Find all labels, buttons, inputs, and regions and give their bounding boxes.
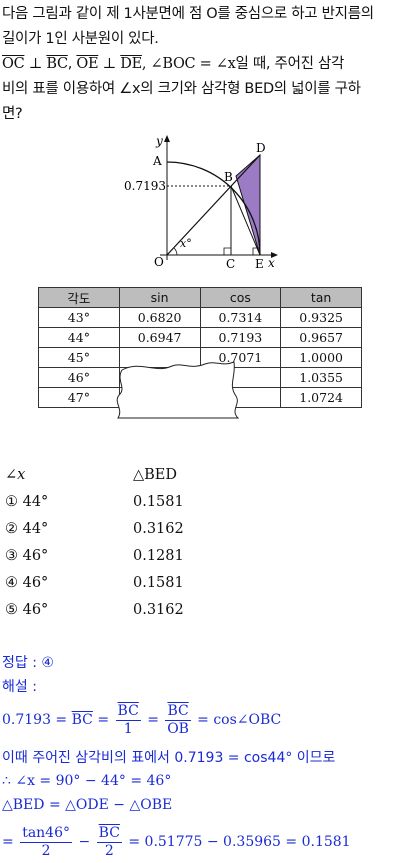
torn-paper-overlay bbox=[116, 361, 240, 419]
header-cos: cos bbox=[199, 287, 282, 308]
label-d: D bbox=[256, 141, 266, 155]
table-row: 45° 0.7071 1.0000 bbox=[38, 347, 362, 368]
sol5-tail: = 0.51775 − 0.35965 = 0.1581 bbox=[123, 834, 351, 850]
torn-patch bbox=[116, 361, 240, 419]
segment-bc: BC bbox=[46, 56, 68, 72]
label-o: O bbox=[154, 255, 164, 269]
solution-line-2: 이때 주어진 삼각비의 표에서 0.7193 = cos44° 이므로 bbox=[2, 750, 336, 766]
sol1-eq: = bbox=[92, 712, 114, 728]
quarter-circle-figure: y x A B D O C E 0.7193 x° bbox=[124, 135, 278, 270]
problem-line-5: 면? bbox=[2, 106, 23, 122]
choice-area: 0.1581 bbox=[133, 494, 184, 510]
perp-symbol-2: ⊥ bbox=[98, 56, 121, 72]
sol1-tail: = cos∠OBC bbox=[192, 712, 282, 728]
choice-area: 0.1281 bbox=[133, 548, 184, 564]
fraction-tan-over-2: tan46°2 bbox=[20, 824, 72, 859]
y-axis-arrow bbox=[164, 135, 170, 142]
problem-line-1: 다음 그림과 같이 제 1사분면에 점 O를 중심으로 하고 반지름의 bbox=[2, 6, 374, 22]
sol5-a: = bbox=[2, 834, 19, 850]
angle-condition: , ∠BOC = ∠x bbox=[141, 56, 236, 72]
cell: 45° bbox=[38, 347, 120, 368]
header-tan: tan bbox=[280, 287, 362, 308]
label-y: y bbox=[155, 135, 163, 148]
cell: 0.6947 bbox=[118, 327, 201, 348]
problem-line-4: 비의 표를 이용하여 ∠x의 크기와 삼각형 BED의 넓이를 구하 bbox=[2, 81, 361, 97]
segment-de: DE bbox=[120, 56, 142, 72]
sol1-eq2: = bbox=[142, 712, 164, 728]
problem-line-3: OC ⊥ BC, OE ⊥ DE, ∠BOC = ∠x일 때, 주어진 삼각 bbox=[2, 52, 398, 77]
label-c: C bbox=[226, 257, 235, 270]
table-row: 43° 0.6820 0.7314 0.9325 bbox=[38, 307, 362, 328]
sol1-a: 0.7193 = bbox=[2, 712, 72, 728]
cell: 1.0000 bbox=[280, 347, 362, 368]
choice-angle: ② 44° bbox=[5, 521, 49, 537]
explanation-label: 해설 : bbox=[2, 679, 37, 695]
cell: 47° bbox=[38, 387, 120, 408]
segment-oe: OE bbox=[76, 56, 99, 72]
angle-arc bbox=[173, 247, 178, 256]
choice-2[interactable]: ② 44° 0.3162 bbox=[0, 517, 400, 542]
cell: 1.0355 bbox=[280, 367, 362, 388]
x-axis-arrow bbox=[271, 252, 278, 258]
header-angle-x: ∠x bbox=[5, 467, 26, 483]
right-angle-c bbox=[223, 247, 231, 255]
problem-line-3-tail: 일 때, 주어진 삼각 bbox=[235, 56, 345, 72]
cell: 0.7314 bbox=[199, 307, 282, 328]
label-y-value: 0.7193 bbox=[124, 179, 166, 193]
solution-line-3: ∴ ∠x = 90° − 44° = 46° bbox=[2, 773, 172, 789]
cell: 0.9657 bbox=[280, 327, 362, 348]
label-b: B bbox=[224, 170, 233, 184]
choice-area: 0.3162 bbox=[133, 602, 184, 618]
header-triangle-bed: △BED bbox=[133, 467, 178, 483]
choice-5[interactable]: ⑤ 46° 0.3162 bbox=[0, 598, 400, 623]
solution-line-4: △BED = △ODE − △OBE bbox=[2, 797, 173, 813]
choice-area: 0.1581 bbox=[133, 575, 184, 591]
comma: , bbox=[67, 56, 77, 72]
cell: 0.6820 bbox=[118, 307, 201, 328]
cell: 0.9325 bbox=[280, 307, 362, 328]
line-be bbox=[230, 185, 261, 256]
choice-1[interactable]: ① 44° 0.1581 bbox=[0, 490, 400, 515]
answer: 정답 : ④ bbox=[2, 655, 54, 671]
cell: 44° bbox=[38, 327, 120, 348]
sol1-bc: BC bbox=[71, 712, 93, 728]
line-od bbox=[166, 154, 261, 256]
cell: 0.7193 bbox=[199, 327, 282, 348]
label-e: E bbox=[255, 257, 264, 270]
cell: 0.7071 bbox=[199, 347, 282, 368]
sol5-minus: − bbox=[74, 834, 95, 850]
choice-angle: ④ 46° bbox=[5, 575, 49, 591]
table-row: 44° 0.6947 0.7193 0.9657 bbox=[38, 327, 362, 348]
choice-angle: ③ 46° bbox=[5, 548, 49, 564]
choice-angle: ① 44° bbox=[5, 494, 49, 510]
label-x: x bbox=[268, 256, 275, 270]
problem-line-2: 길이가 1인 사분원이 있다. bbox=[2, 31, 159, 47]
choice-angle: ⑤ 46° bbox=[5, 602, 49, 618]
label-a: A bbox=[152, 154, 162, 168]
cell: 1.0724 bbox=[280, 387, 362, 408]
triangle-bed bbox=[235, 153, 261, 256]
label-angle-x: x° bbox=[180, 237, 192, 250]
choice-3[interactable]: ③ 46° 0.1281 bbox=[0, 544, 400, 569]
table-header-row: 각도 sin cos tan bbox=[38, 287, 362, 308]
choices-header: ∠x △BED bbox=[0, 463, 400, 488]
choice-area: 0.3162 bbox=[133, 521, 184, 537]
cell: 46° bbox=[38, 367, 120, 388]
segment-oc: OC bbox=[2, 56, 25, 72]
perp-symbol: ⊥ bbox=[24, 56, 47, 72]
header-sin: sin bbox=[118, 287, 201, 308]
header-angle: 각도 bbox=[38, 287, 120, 308]
cell: 43° bbox=[38, 307, 120, 328]
choice-4[interactable]: ④ 46° 0.1581 bbox=[0, 571, 400, 596]
right-angle-e bbox=[252, 247, 260, 255]
